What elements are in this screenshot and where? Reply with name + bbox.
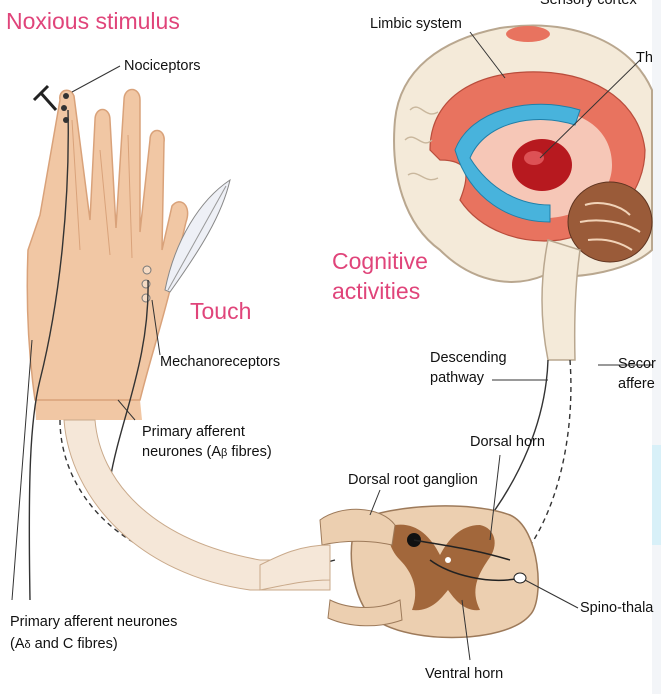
label-thalamus: Th xyxy=(636,50,653,67)
label-dorsal-root-ganglion: Dorsal root ganglion xyxy=(348,472,478,489)
label-primary-ab-2: neurones (Aβ fibres) xyxy=(142,444,272,462)
title-activities: activities xyxy=(332,278,420,304)
label-primary-ad-1: Primary afferent neurones xyxy=(10,614,177,631)
label-primary-ad-2: (Aδ and C fibres) xyxy=(10,636,118,654)
label-spino-thalamic: Spino-thala xyxy=(580,600,653,617)
title-noxious-stimulus: Noxious stimulus xyxy=(6,8,180,34)
label-ventral-horn: Ventral horn xyxy=(425,666,503,683)
label-limbic-system: Limbic system xyxy=(370,16,462,33)
title-touch: Touch xyxy=(190,298,251,324)
label-second-order-2: affere xyxy=(618,376,655,393)
hand-illustration xyxy=(27,86,335,600)
brain-illustration xyxy=(394,26,652,360)
label-primary-ab-1: Primary afferent xyxy=(142,424,245,441)
label-nociceptors: Nociceptors xyxy=(124,58,201,75)
label-descending-2: pathway xyxy=(430,370,484,387)
label-descending-1: Descending xyxy=(430,350,507,367)
spinal-cord-section xyxy=(260,506,538,638)
label-sensory-cortex: Sensory cortex xyxy=(540,0,637,9)
label-second-order-1: Secor xyxy=(618,356,656,373)
label-mechanoreceptors: Mechanoreceptors xyxy=(160,354,280,371)
label-dorsal-horn: Dorsal horn xyxy=(470,434,545,451)
title-cognitive: Cognitive xyxy=(332,248,428,274)
